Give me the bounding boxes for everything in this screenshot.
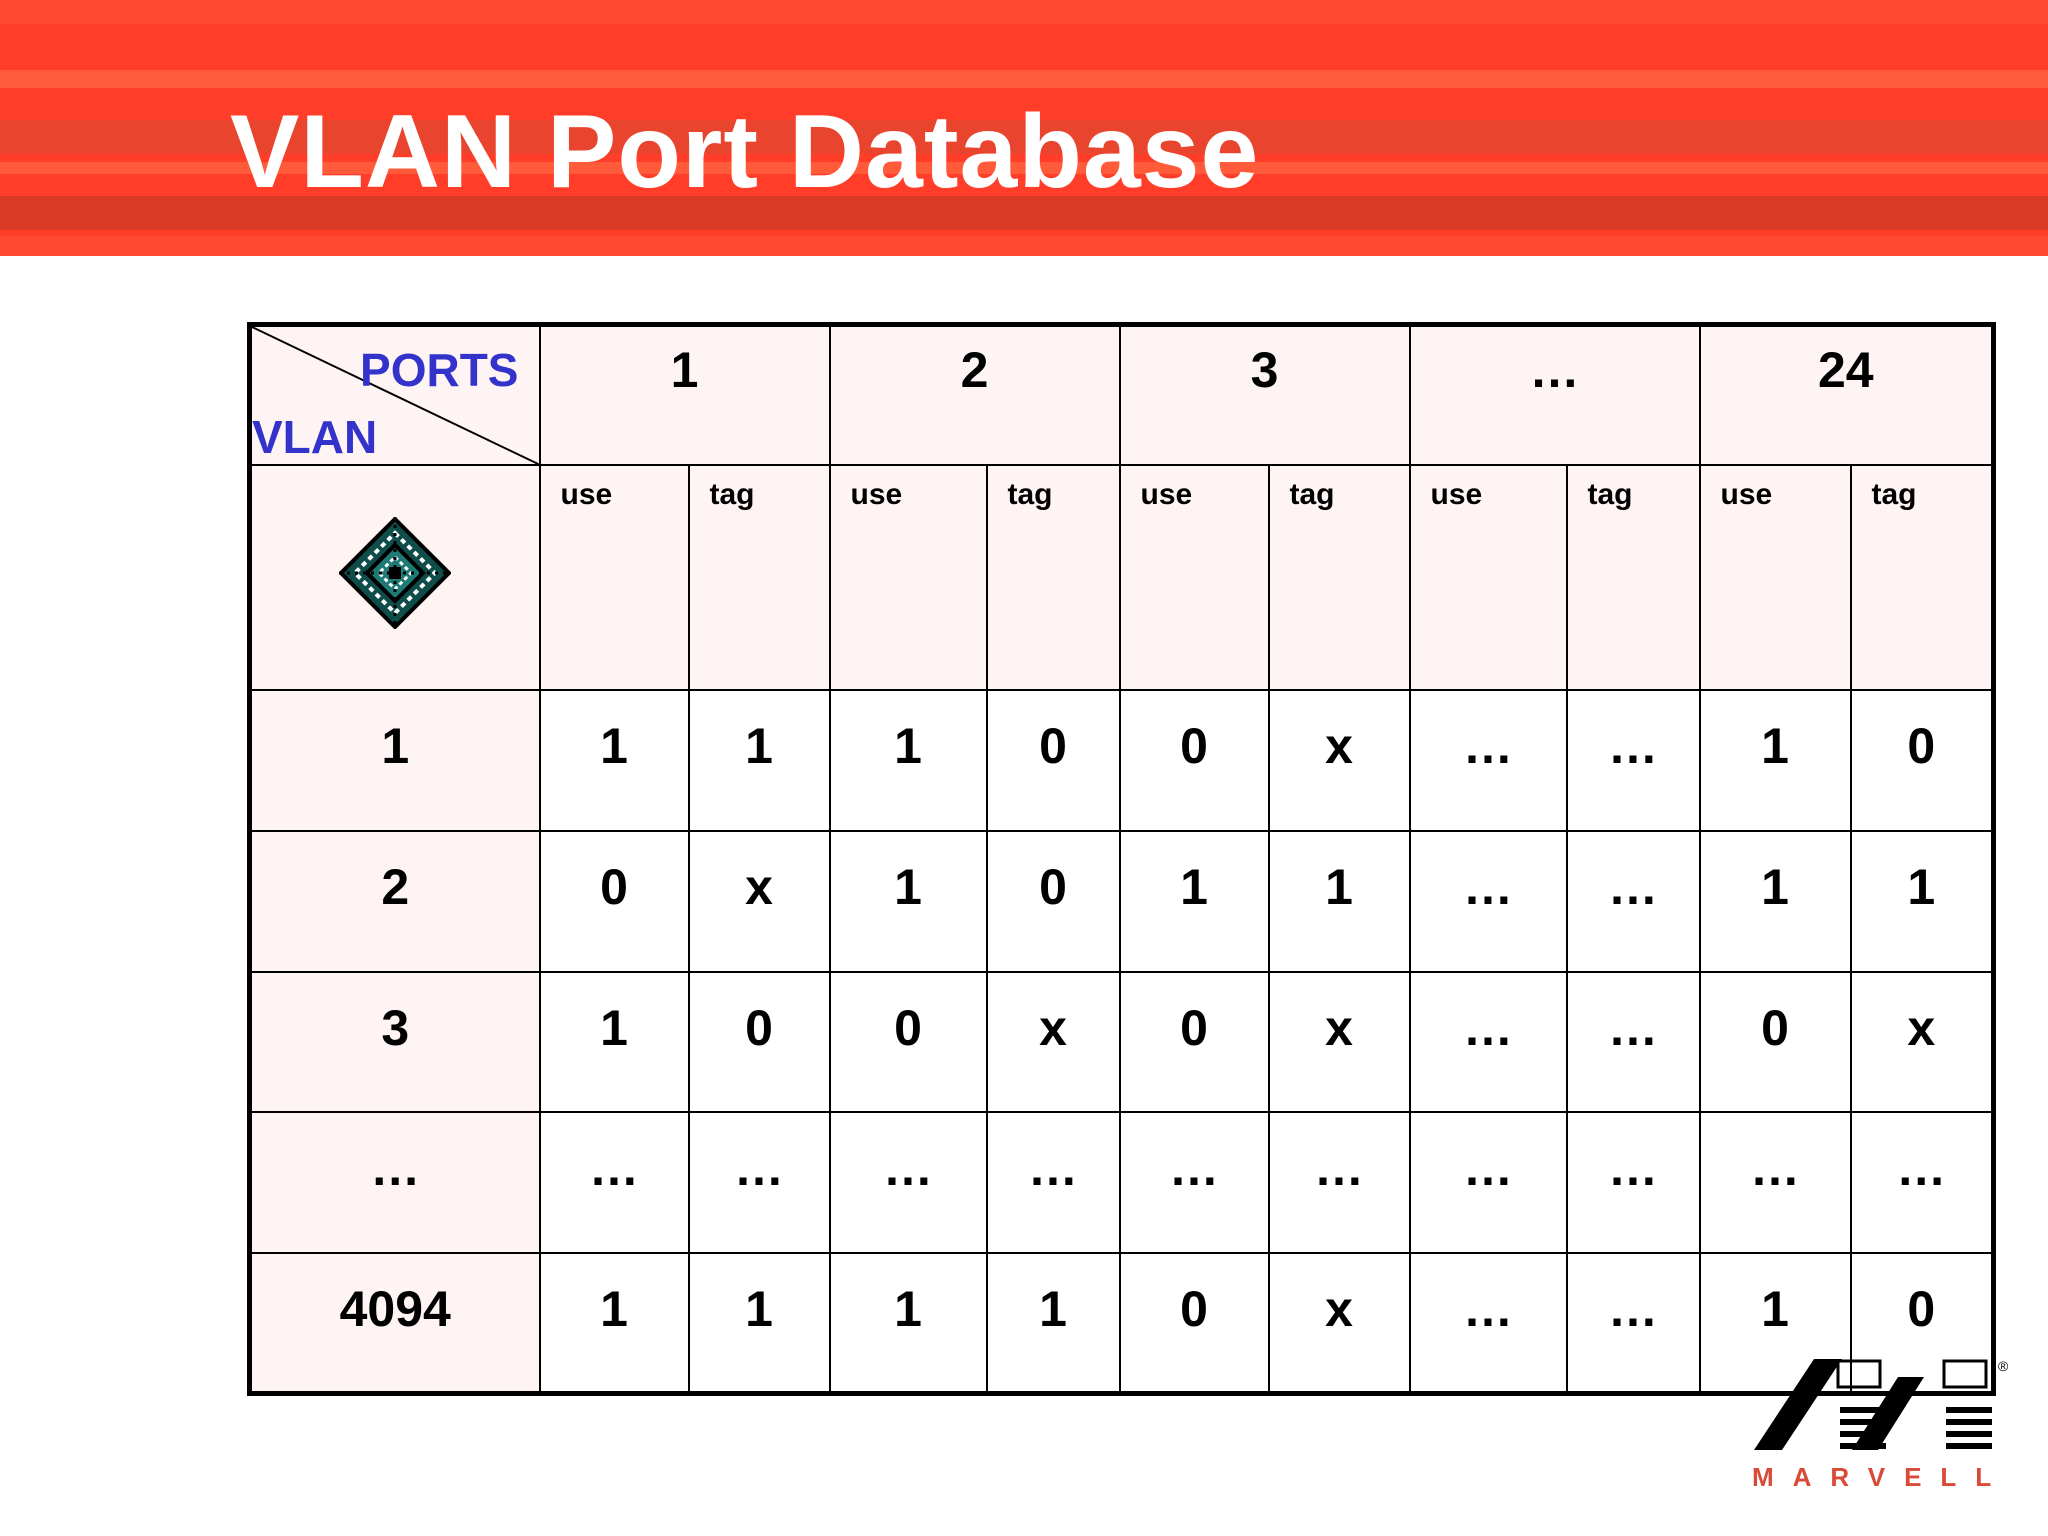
use-subheader: use: [1118, 464, 1270, 692]
cell-use: …: [1408, 829, 1568, 973]
cell-use: 0: [1698, 970, 1852, 1114]
title-banner: VLAN Port Database: [0, 0, 2048, 256]
table-row: 2 0 x 1 0 1 1 … … 1 1: [248, 829, 1995, 973]
cell-use: 1: [1698, 1251, 1852, 1395]
tag-subheader: tag: [687, 464, 831, 692]
port-header: 3: [1118, 323, 1411, 467]
cell-tag: x: [1267, 1251, 1411, 1395]
cell-tag: 1: [687, 689, 831, 832]
cell-use: 1: [828, 1251, 988, 1395]
tag-subheader: tag: [985, 464, 1121, 692]
marvell-logo-text: MARVELL: [1752, 1462, 2011, 1492]
cell-tag: …: [1565, 1251, 1701, 1395]
tag-subheader: tag: [1267, 464, 1411, 692]
cell-tag: 1: [1849, 829, 1995, 973]
cell-tag: …: [1565, 970, 1701, 1114]
cell-tag: 0: [1849, 1251, 1995, 1395]
cell-use: …: [1408, 1111, 1568, 1254]
vlan-id-cell: 1: [248, 689, 541, 832]
vlan-id-cell: …: [248, 1111, 541, 1254]
cell-tag: …: [687, 1111, 831, 1254]
cell-use: …: [1408, 970, 1568, 1114]
cell-use: …: [1698, 1111, 1852, 1254]
port-header: 1: [538, 323, 831, 467]
tag-subheader: tag: [1565, 464, 1701, 692]
cell-use: 0: [1118, 1251, 1270, 1395]
registered-mark: ®: [1998, 1358, 2008, 1374]
cell-tag: 0: [687, 970, 831, 1114]
cell-use: 0: [828, 970, 988, 1114]
icon-cell: [248, 464, 541, 692]
cell-tag: 1: [985, 1251, 1121, 1395]
marvell-logo-mark: ®: [1754, 1358, 2008, 1450]
cell-tag: 0: [985, 829, 1121, 973]
cell-tag: x: [1849, 970, 1995, 1114]
port-header: …: [1408, 323, 1701, 467]
use-subheader: use: [828, 464, 988, 692]
vlan-id-cell: 4094: [248, 1251, 541, 1395]
cell-tag: …: [1849, 1111, 1995, 1254]
cell-tag: x: [687, 829, 831, 973]
vlan-id-cell: 3: [248, 970, 541, 1114]
corner-header-cell: PORTS VLAN: [248, 323, 541, 467]
use-subheader: use: [1408, 464, 1568, 692]
table-row: 1 1 1 1 0 0 x … … 1 0: [248, 689, 1995, 832]
tag-subheader: tag: [1849, 464, 1995, 692]
cell-tag: …: [1565, 1111, 1701, 1254]
cell-tag: …: [1267, 1111, 1411, 1254]
cell-use: 1: [828, 829, 988, 973]
cell-use: 0: [1118, 689, 1270, 832]
vlan-id-cell: 2: [248, 829, 541, 973]
cell-tag: x: [1267, 970, 1411, 1114]
cell-tag: 1: [1267, 829, 1411, 973]
cell-tag: 0: [1849, 689, 1995, 832]
cell-use: 1: [1698, 689, 1852, 832]
vlan-axis-label: VLAN: [252, 411, 378, 464]
port-header: 2: [828, 323, 1121, 467]
cell-use: 1: [538, 1251, 690, 1395]
port-header: 24: [1698, 323, 1995, 467]
cell-tag: 0: [985, 689, 1121, 832]
cell-tag: x: [985, 970, 1121, 1114]
cell-use: …: [1408, 689, 1568, 832]
corner-diagonal-line: [252, 327, 539, 465]
cell-use: …: [538, 1111, 690, 1254]
diamond-switch-icon: [339, 516, 452, 629]
slide-title: VLAN Port Database: [230, 94, 1260, 210]
cell-use: …: [1118, 1111, 1270, 1254]
use-subheader: use: [1698, 464, 1852, 692]
table-row: 3 1 0 0 x 0 x … … 0 x: [248, 970, 1995, 1114]
cell-tag: …: [1565, 689, 1701, 832]
table-row: … … … … … … … … … … …: [248, 1111, 1995, 1254]
cell-use: …: [1408, 1251, 1568, 1395]
ports-axis-label: PORTS: [360, 344, 519, 396]
cell-use: 1: [538, 689, 690, 832]
cell-use: 1: [1698, 829, 1852, 973]
cell-tag: 1: [687, 1251, 831, 1395]
cell-use: 1: [538, 970, 690, 1114]
cell-tag: …: [1565, 829, 1701, 973]
use-subheader: use: [538, 464, 690, 692]
cell-tag: x: [1267, 689, 1411, 832]
cell-use: 0: [1118, 970, 1270, 1114]
cell-use: 1: [828, 689, 988, 832]
cell-use: 0: [538, 829, 690, 973]
cell-use: 1: [1118, 829, 1270, 973]
table-row: 4094 1 1 1 1 0 x … … 1 0: [248, 1251, 1995, 1395]
cell-use: …: [828, 1111, 988, 1254]
vlan-port-table: PORTS VLAN 1 2 3 … 24 use tag use tag us…: [247, 322, 1996, 1396]
cell-tag: …: [985, 1111, 1121, 1254]
